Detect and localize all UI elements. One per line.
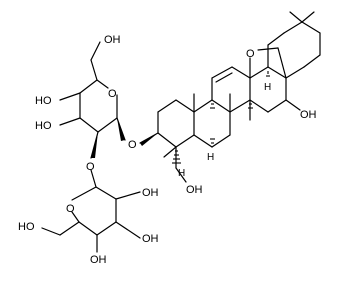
label-ring-o-lower: O [66,203,75,215]
label-oh-ring-d: OH [300,109,317,121]
label-interglycosidic-o: O [86,161,95,173]
lower-sugar-ring [41,169,141,253]
label-ring-o-upper: O [108,88,117,100]
label-ho-lower: HO [18,221,35,233]
label-oh-ch2-upper: OH [104,34,121,46]
label-ho-upper-1: HO [35,95,52,107]
stereo-bonds [91,71,270,164]
label-oh-lower-2: OH [142,233,159,245]
label-ether-o: O [246,48,255,60]
label-h-c9: H [207,152,214,163]
label-glycosidic-o: O [128,139,137,151]
atom-labels: OH HO HO O O O O OH OH OH HO OH OH O H H… [18,34,317,266]
label-h-c18: H [264,82,271,93]
aglycone-skeleton [139,11,321,183]
label-ho-upper-2: HO [35,120,52,132]
label-h-c5: H [178,168,185,179]
label-oh-lower-3: OH [90,254,107,266]
label-oh-lower-1: OH [142,187,159,199]
upper-sugar-ring [59,41,126,159]
label-oh-c23: OH [186,184,203,196]
